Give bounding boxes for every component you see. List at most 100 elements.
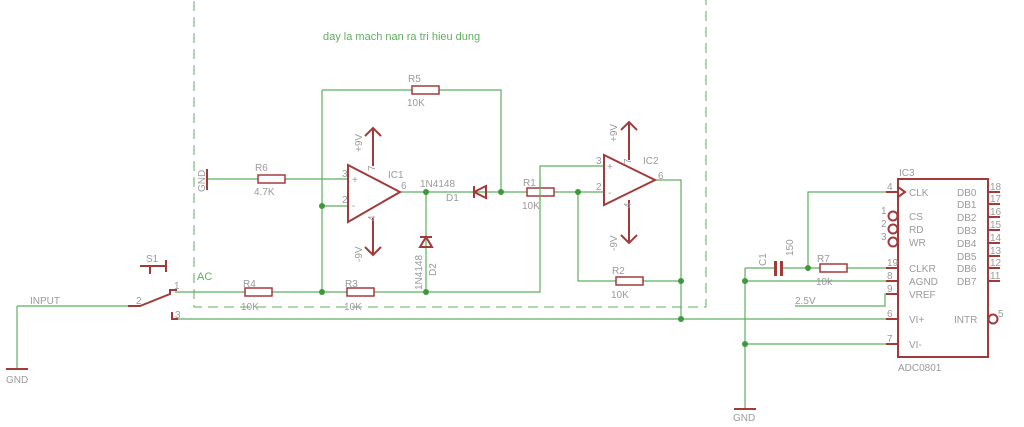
svg-text:VI+: VI+ xyxy=(909,315,924,326)
svg-text:IC2: IC2 xyxy=(643,156,659,167)
svg-text:1N4148: 1N4148 xyxy=(420,179,455,190)
wires xyxy=(16,89,898,408)
svg-text:3: 3 xyxy=(881,232,887,243)
svg-text:R3: R3 xyxy=(345,279,358,290)
svg-text:-9V: -9V xyxy=(609,235,620,251)
adc-pin-cs: 1CS xyxy=(881,206,923,223)
svg-text:7: 7 xyxy=(367,165,378,171)
svg-text:7: 7 xyxy=(887,334,893,345)
svg-text:VREF: VREF xyxy=(909,290,936,301)
rectifier-block-frame xyxy=(193,0,707,308)
svg-text:16: 16 xyxy=(990,207,1002,218)
adc-pin-vi-neg: 7VI- xyxy=(886,334,922,351)
svg-text:4.7K: 4.7K xyxy=(254,187,275,198)
ground-symbol-adc: GND xyxy=(733,408,756,424)
svg-text:+: + xyxy=(352,175,358,186)
svg-text:D1: D1 xyxy=(446,193,459,204)
svg-text:CLK: CLK xyxy=(909,188,929,199)
ground-symbol-input: GND xyxy=(6,368,28,386)
svg-text:5: 5 xyxy=(998,309,1004,320)
svg-text:17: 17 xyxy=(990,194,1002,205)
svg-text:R5: R5 xyxy=(408,74,421,85)
adc-ic3: IC3 ADC0801 4CLK1CS2RD3WR19CLKR8AGND9VRE… xyxy=(881,168,1004,374)
svg-text:4: 4 xyxy=(887,182,893,193)
svg-text:11: 11 xyxy=(990,271,1001,282)
svg-text:D2: D2 xyxy=(428,263,439,276)
svg-text:6: 6 xyxy=(658,171,664,182)
svg-text:DB2: DB2 xyxy=(957,213,977,224)
svg-text:12: 12 xyxy=(990,258,1002,269)
svg-text:DB6: DB6 xyxy=(957,264,977,275)
svg-text:VI-: VI- xyxy=(909,340,922,351)
svg-text:6: 6 xyxy=(401,181,407,192)
svg-text:15: 15 xyxy=(990,220,1002,231)
switch-s1[interactable]: S1 2 1 3 xyxy=(128,254,181,321)
svg-text:DB0: DB0 xyxy=(957,188,977,199)
svg-text:CS: CS xyxy=(909,212,923,223)
input-net-label: INPUT xyxy=(30,296,60,307)
svg-text:CLKR: CLKR xyxy=(909,264,936,275)
svg-text:-: - xyxy=(352,201,355,212)
svg-text:R1: R1 xyxy=(523,178,536,189)
inverted-pin-bubble-icon xyxy=(887,210,899,222)
svg-text:1N4148: 1N4148 xyxy=(414,255,425,290)
opamp-ic2: + - 3 2 6 7 4 +9V -9V IC2 xyxy=(596,120,664,251)
svg-text:13: 13 xyxy=(990,246,1002,257)
svg-text:3: 3 xyxy=(175,310,181,321)
resistor-r1: R1 10K xyxy=(522,178,555,212)
resistor-r3: R3 10K xyxy=(344,279,375,313)
svg-text:10K: 10K xyxy=(407,98,425,109)
svg-text:IC3: IC3 xyxy=(899,168,915,179)
svg-text:10K: 10K xyxy=(611,290,629,301)
svg-text:10K: 10K xyxy=(241,302,259,313)
svg-text:2: 2 xyxy=(342,195,348,206)
vref-net-label: 2.5V xyxy=(795,296,816,307)
svg-text:6: 6 xyxy=(887,309,893,320)
svg-text:+9V: +9V xyxy=(609,124,620,142)
svg-text:10K: 10K xyxy=(344,302,362,313)
svg-text:4: 4 xyxy=(623,202,634,208)
svg-text:+9V: +9V xyxy=(354,134,365,152)
adc-pin-vi-negpos: 6VI+ xyxy=(886,309,924,326)
adc-pin-rd: 2RD xyxy=(881,219,923,236)
svg-text:1: 1 xyxy=(881,206,887,217)
diode-d1: 1N4148 D1 xyxy=(420,179,487,204)
block-note: day la mach nan ra tri hieu dung xyxy=(323,31,480,43)
svg-text:9: 9 xyxy=(887,284,893,295)
svg-text:3: 3 xyxy=(596,156,602,167)
svg-text:8: 8 xyxy=(887,271,893,282)
resistor-r7: R7 10k xyxy=(816,254,848,288)
svg-text:GND: GND xyxy=(6,375,28,386)
svg-text:DB4: DB4 xyxy=(957,239,977,250)
svg-text:R6: R6 xyxy=(255,163,268,174)
svg-text:18: 18 xyxy=(990,182,1002,193)
capacitor-c1: C1 150 xyxy=(758,239,796,276)
svg-text:2: 2 xyxy=(136,296,142,307)
resistor-r4: R4 10K xyxy=(241,279,273,313)
svg-text:2: 2 xyxy=(881,219,887,230)
svg-text:150: 150 xyxy=(785,239,796,256)
opamp-ic1: + - 3 2 6 7 4 +9V -9V IC1 xyxy=(342,126,407,262)
svg-text:R2: R2 xyxy=(612,266,625,277)
inverted-pin-bubble-icon xyxy=(987,313,999,325)
svg-text:GND: GND xyxy=(733,413,755,424)
svg-text:+: + xyxy=(607,162,613,173)
svg-text:WR: WR xyxy=(909,238,926,249)
svg-text:R4: R4 xyxy=(243,279,256,290)
svg-text:AGND: AGND xyxy=(909,277,938,288)
svg-text:2: 2 xyxy=(596,182,602,193)
junctions xyxy=(319,189,811,347)
svg-text:DB1: DB1 xyxy=(957,200,977,211)
svg-text:1: 1 xyxy=(174,281,180,292)
